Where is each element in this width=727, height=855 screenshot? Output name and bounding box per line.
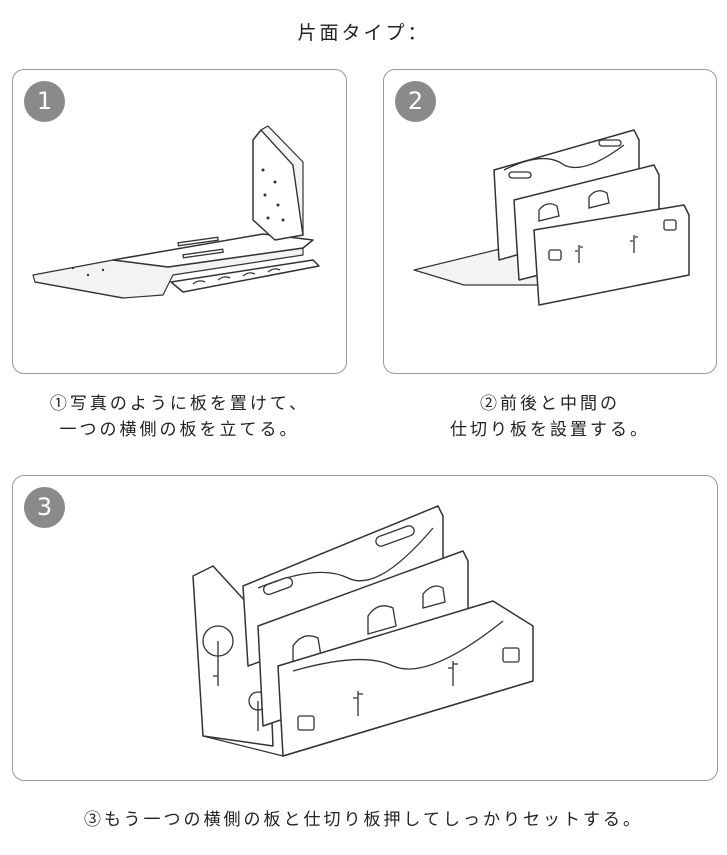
step-3-caption: ③もう一つの横側の板と仕切り板押してしっかりセットする。 bbox=[0, 807, 727, 833]
step-3-illustration bbox=[192, 505, 534, 757]
step-1-illustration bbox=[32, 125, 320, 299]
step-1-caption: ①写真のように板を置けて、 一つの横側の板を立てる。 bbox=[12, 391, 347, 443]
step-3-caption-line-1: ③もう一つの横側の板と仕切り板押してしっかりセットする。 bbox=[84, 810, 643, 830]
step-2-caption: ②前後と中間の 仕切り板を設置する。 bbox=[383, 391, 717, 443]
step-2-panel: 2 bbox=[383, 69, 717, 374]
step-1-panel: 1 bbox=[12, 69, 347, 374]
step-1-badge: 1 bbox=[24, 81, 65, 122]
step-2-badge: 2 bbox=[395, 81, 436, 122]
step-2-illustration bbox=[413, 129, 690, 306]
page-title: 片面タイプ： bbox=[297, 22, 430, 44]
step-2-caption-line-1: ②前後と中間の bbox=[480, 394, 620, 414]
step-2-caption-line-2: 仕切り板を設置する。 bbox=[450, 420, 650, 440]
step-3-panel: 3 bbox=[12, 475, 718, 781]
step-3-badge: 3 bbox=[24, 487, 65, 528]
step-1-caption-line-1: ①写真のように板を置けて、 bbox=[49, 394, 310, 414]
step-1-caption-line-2: 一つの横側の板を立てる。 bbox=[59, 420, 300, 440]
